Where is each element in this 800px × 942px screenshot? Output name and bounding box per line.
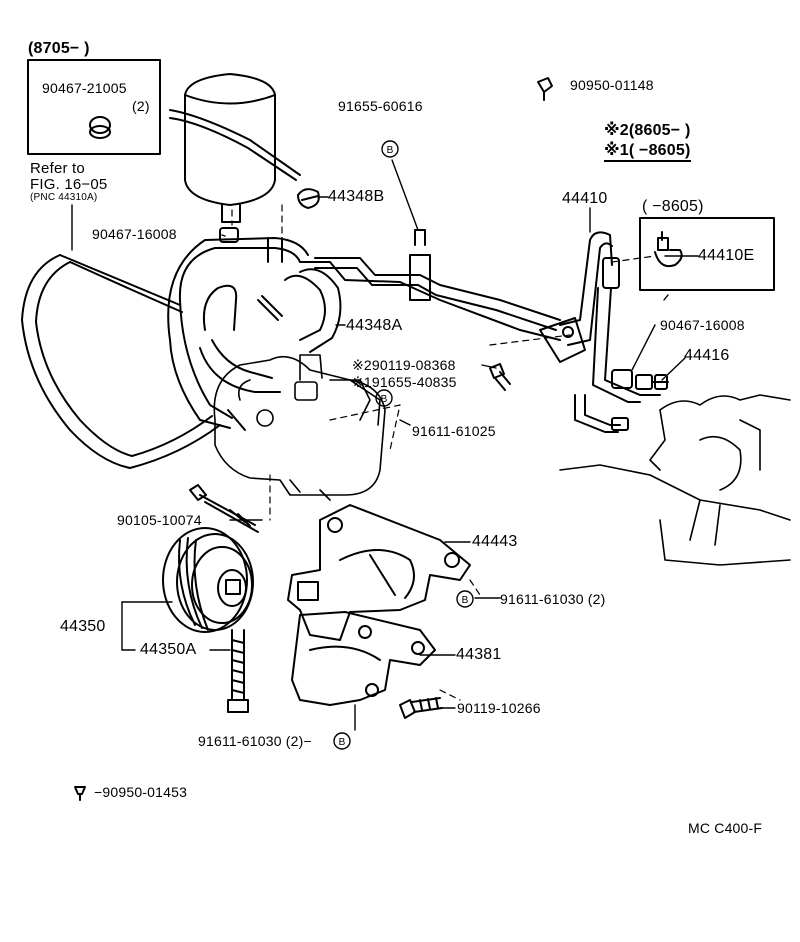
- label-191655-40835: ※191655-40835: [352, 374, 457, 390]
- reservoir-vent-tube: [169, 109, 301, 181]
- reservoir-tank: [184, 73, 276, 243]
- label-90467-16008-right: 90467-16008: [660, 317, 745, 333]
- inset-left-part: 90467-21005: [42, 80, 127, 96]
- note-1: ※1( −8605): [604, 142, 691, 162]
- clamp-44410E: [654, 231, 683, 268]
- bracket-44381: [291, 611, 436, 706]
- label-90119-10266: 90119-10266: [457, 700, 541, 716]
- bracket-44443: [287, 504, 471, 641]
- hidden-lines: [231, 204, 656, 701]
- header-range: (8705− ): [28, 40, 90, 57]
- inset-box-right: [639, 217, 775, 291]
- steering-gear: [559, 394, 791, 566]
- stud-44350A: [227, 629, 249, 713]
- label-91611-61030-a: 91611-61030 (2): [500, 591, 606, 607]
- note-2: ※2(8605− ): [604, 122, 691, 139]
- footer-code: MC C400-F: [688, 820, 763, 836]
- inset-box-left: [27, 59, 161, 155]
- label-90105-10074: 90105-10074: [117, 512, 202, 528]
- bolt-290119-08368: [489, 363, 511, 391]
- label-91655-60616: 91655-60616: [338, 98, 423, 114]
- label-44348A: 44348A: [346, 317, 403, 334]
- label-91611-61030-b: 91611-61030 (2)−: [198, 733, 312, 749]
- label-44381: 44381: [456, 646, 502, 663]
- label-90950-01148: 90950-01148: [570, 77, 654, 93]
- pressure-tube-44410: [559, 231, 661, 433]
- pulley-44350: [162, 527, 254, 633]
- label-44443: 44443: [472, 533, 518, 550]
- label-90950-01453: −90950-01453: [94, 784, 188, 800]
- label-44348B: 44348B: [328, 188, 385, 205]
- clip-90950-01453: [74, 786, 86, 801]
- refer-line1: Refer to: [30, 160, 85, 177]
- union-fittings: [539, 317, 669, 390]
- inset-right-range: ( −8605): [642, 198, 704, 215]
- label-44350A: 44350A: [140, 641, 197, 658]
- bolt-90119-10266: [399, 697, 443, 719]
- pressure-tube: [299, 229, 561, 341]
- leader-lines: [71, 159, 699, 731]
- suction-hose: [167, 237, 309, 431]
- clamp-90467-21005: [89, 116, 111, 139]
- refer-line2: FIG. 16−05: [30, 176, 108, 193]
- refer-line3: (PNC 44310A): [30, 192, 98, 203]
- inset-left-qty: (2): [132, 98, 150, 114]
- clip-90950-01148: [537, 77, 553, 101]
- return-hose: [199, 268, 342, 393]
- clip-44348B: [297, 188, 320, 209]
- label-44410E: 44410E: [698, 247, 755, 264]
- label-44350: 44350: [60, 618, 106, 635]
- label-44410: 44410: [562, 190, 608, 207]
- label-91611-61025: 91611-61025: [412, 423, 496, 439]
- label-44416: 44416: [684, 347, 730, 364]
- label-290119-08368: ※290119-08368: [352, 357, 456, 373]
- label-90467-16008-top: 90467-16008: [92, 226, 177, 242]
